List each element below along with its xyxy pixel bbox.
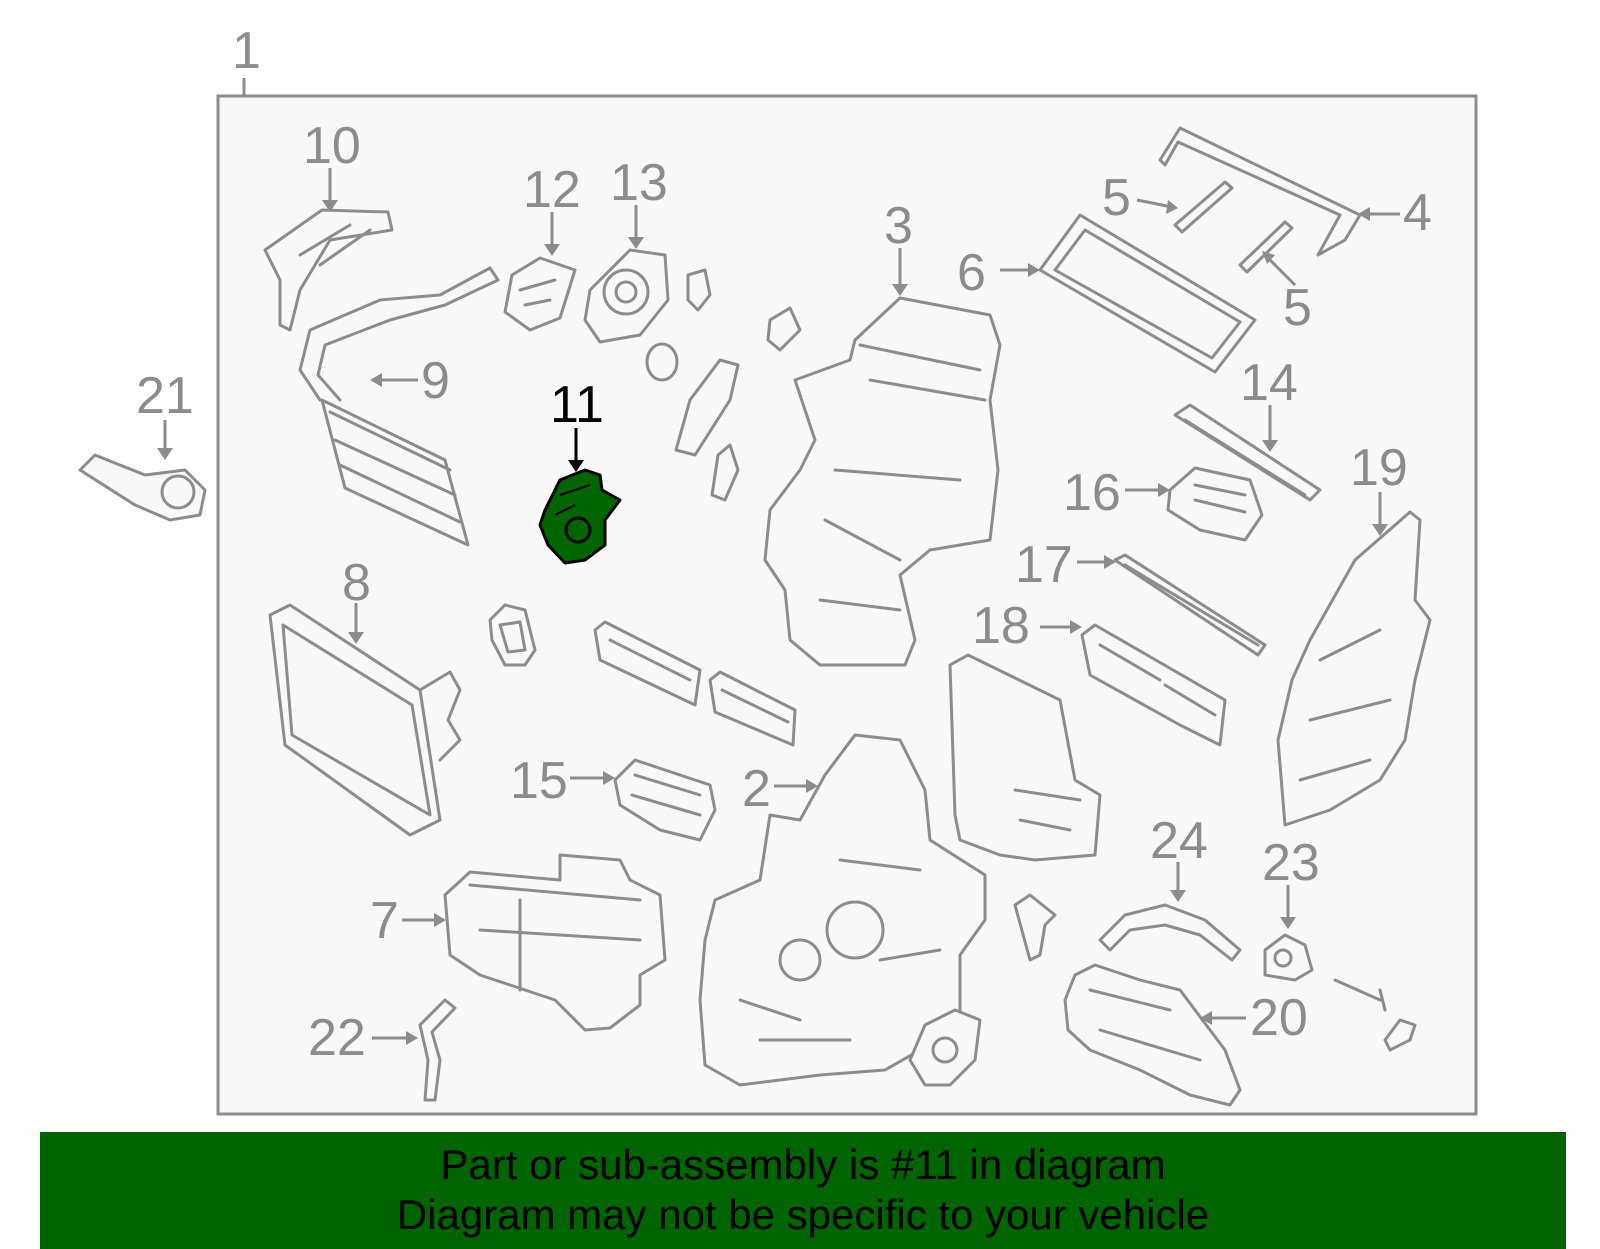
callout-13: 13 xyxy=(610,154,668,212)
callout-15: 15 xyxy=(510,752,568,810)
callout-7: 7 xyxy=(370,892,399,950)
part-12-actuator xyxy=(503,256,577,332)
callout-1: 1 xyxy=(232,22,261,80)
callout-3: 3 xyxy=(884,197,913,255)
banner-line-disclaimer: Diagram may not be specific to your vehi… xyxy=(396,1191,1210,1238)
callout-4: 4 xyxy=(1403,184,1432,242)
callout-14: 14 xyxy=(1240,354,1298,412)
callout-8: 8 xyxy=(342,554,371,612)
part-20-duct xyxy=(1063,963,1242,1107)
callout-16: 16 xyxy=(1063,464,1121,522)
callout-23: 23 xyxy=(1262,834,1320,892)
part-8-evaporator xyxy=(268,603,462,837)
part-link xyxy=(674,358,740,457)
part-21-sensor xyxy=(78,453,207,522)
part-5-seal-b xyxy=(1238,220,1294,274)
callout-6: 6 xyxy=(957,244,986,302)
callout-10: 10 xyxy=(303,117,361,175)
part-actuator-lower xyxy=(908,1008,982,1087)
part-10-bracket xyxy=(263,208,394,332)
part-9-heater-core xyxy=(298,266,500,547)
part-5-seal-a xyxy=(1173,180,1234,234)
part-15-vent xyxy=(613,758,717,842)
callout-20: 20 xyxy=(1250,989,1308,1047)
part-11-highlighted xyxy=(538,468,622,565)
callout-19: 19 xyxy=(1350,439,1408,497)
part-7-housing xyxy=(443,853,667,1032)
part-17-door xyxy=(1113,553,1267,657)
callout-9: 9 xyxy=(421,352,450,410)
callout-17: 17 xyxy=(1015,536,1073,594)
part-6-filter xyxy=(1038,213,1257,374)
notice-banner: Part or sub-assembly is #11 in diagram D… xyxy=(40,1132,1566,1249)
part-2-lower-case xyxy=(698,733,987,1087)
callout-22: 22 xyxy=(308,1009,366,1067)
part-22-drain xyxy=(418,998,457,1102)
banner-line-part: Part or sub-assembly is #11 in diagram xyxy=(440,1141,1166,1188)
callout-24: 24 xyxy=(1150,812,1208,870)
part-24-hose xyxy=(1098,903,1242,962)
part-13-blower-motor xyxy=(583,248,712,344)
callout-12: 12 xyxy=(523,161,581,219)
part-duct xyxy=(948,653,1102,862)
part-vent-a xyxy=(593,620,702,707)
callout-18: 18 xyxy=(972,597,1030,655)
part-3-upper-case xyxy=(763,296,1002,667)
callout-2: 2 xyxy=(742,760,771,818)
callout-5a: 5 xyxy=(1102,169,1131,227)
part-vent-b xyxy=(708,670,797,747)
part-4-seal xyxy=(1158,126,1362,257)
callout-5b: 5 xyxy=(1283,279,1312,337)
callout-21: 21 xyxy=(136,367,194,425)
part-23-sensor xyxy=(1263,933,1314,982)
callout-11: 11 xyxy=(550,376,604,434)
part-19-side-case xyxy=(1276,510,1432,827)
